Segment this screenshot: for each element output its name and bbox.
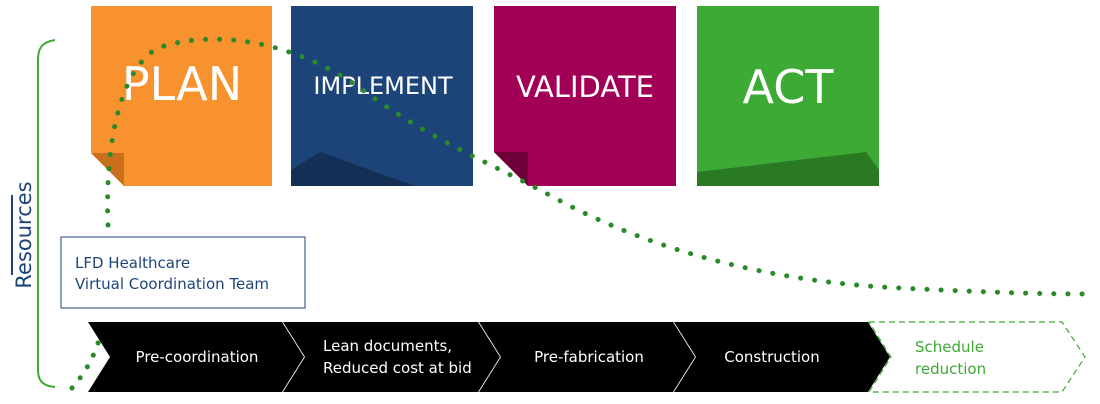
- stage-construction: Construction: [674, 322, 890, 392]
- stage-lean-documents-shape: [283, 322, 500, 392]
- team-name-line2: Virtual Coordination Team: [75, 275, 269, 293]
- card-act-fold: [697, 152, 879, 186]
- card-validate-body: [494, 6, 676, 186]
- card-act: ACT: [697, 6, 879, 186]
- stage-pre-coordination-label: Pre-coordination: [136, 348, 259, 366]
- card-validate: VALIDATE: [494, 6, 676, 186]
- card-implement: IMPLEMENT: [291, 6, 473, 186]
- card-validate-fold: [494, 152, 528, 186]
- stage-construction-shape: [674, 322, 890, 392]
- stage-pre-fabrication: Pre-fabrication: [479, 322, 695, 392]
- outcome-schedule-reduction-shape: [867, 321, 1086, 393]
- stage-lean-documents-label-line2: Reduced cost at bid: [323, 359, 472, 377]
- card-act-body: [697, 6, 879, 186]
- stage-lean-documents-label-line1: Lean documents,: [323, 337, 452, 355]
- resources-label: Resources: [12, 181, 36, 288]
- card-plan-label: PLAN: [122, 57, 242, 111]
- outcome-label-line1: Schedule: [915, 338, 984, 356]
- stage-pre-fabrication-shape: [479, 322, 695, 392]
- outcome-label-line2: reduction: [915, 360, 986, 378]
- team-name-line1: LFD Healthcare: [75, 254, 190, 272]
- card-implement-label: IMPLEMENT: [313, 72, 453, 100]
- card-implement-body: [291, 6, 473, 186]
- resources-bracket: [37, 39, 56, 388]
- stage-pre-coordination: Pre-coordination: [88, 322, 304, 392]
- dotted-effort-curve: [105, 36, 1088, 297]
- card-act-label: ACT: [743, 60, 835, 114]
- outcome-schedule-reduction: Schedule reduction: [867, 321, 1086, 393]
- stage-construction-label: Construction: [724, 348, 820, 366]
- card-plan: PLAN: [91, 6, 272, 186]
- card-plan-body: [91, 6, 272, 186]
- stage-pre-coordination-shape: [88, 322, 304, 392]
- stage-lean-documents: Lean documents, Reduced cost at bid: [283, 322, 500, 392]
- team-box: [60, 236, 306, 309]
- stage-pre-fabrication-label: Pre-fabrication: [534, 348, 644, 366]
- card-validate-label: VALIDATE: [516, 70, 654, 104]
- card-implement-fold: [291, 152, 415, 186]
